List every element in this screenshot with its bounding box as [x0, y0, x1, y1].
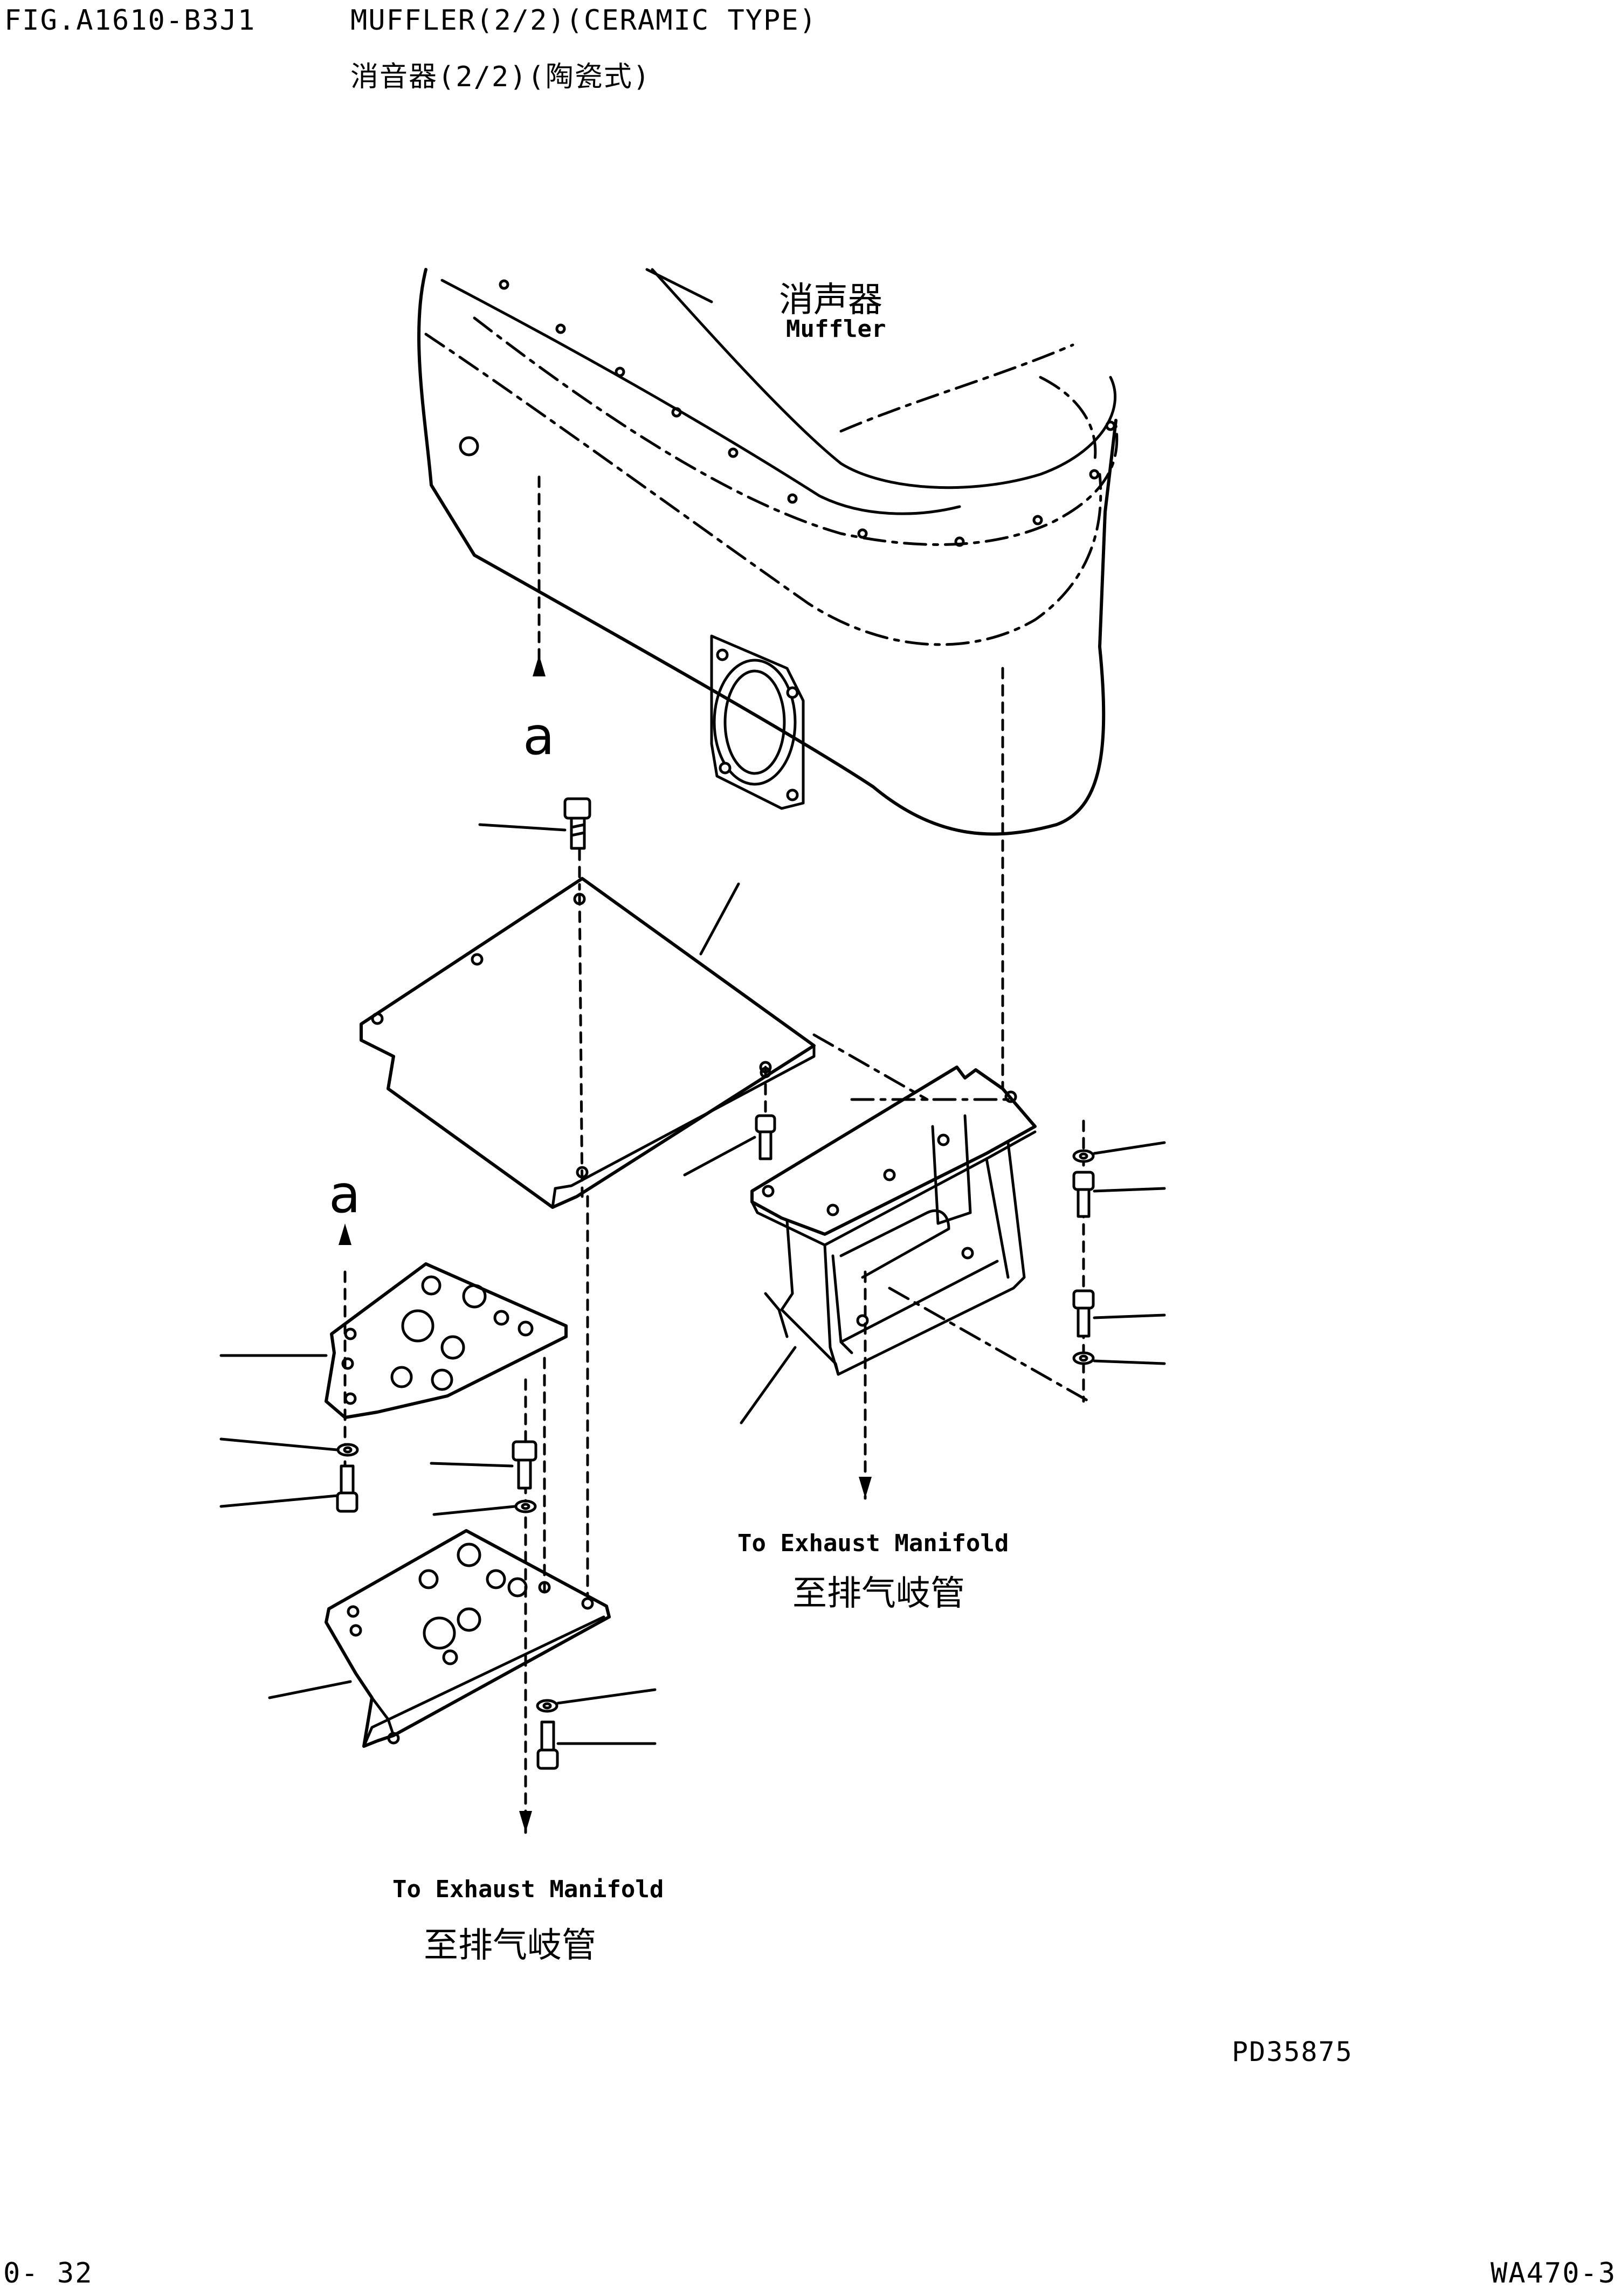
muffler-label-en: Muffler	[786, 315, 886, 343]
muffler-body	[417, 268, 1119, 836]
drawing-number: PD35875	[1232, 2036, 1353, 2067]
exhaust-label-bottom-en: To Exhaust Manifold	[392, 1876, 664, 1903]
figure-title-cn: 消音器(2/2)(陶瓷式)	[350, 61, 651, 93]
model-number: WA470-3	[1491, 2257, 1617, 2290]
washer-bottom	[536, 1688, 657, 1713]
muffler-label-cn: 消声器	[779, 280, 882, 320]
bolt-right-upper	[1072, 1171, 1166, 1218]
figure-code: FIG.A1610-B3J1	[4, 4, 256, 37]
page-number: 0- 32	[3, 2257, 93, 2290]
bolt-left	[219, 1464, 358, 1513]
upper-heat-shield-plate	[219, 1262, 568, 1419]
bolt-right-lower	[1072, 1289, 1166, 1338]
cover-plate	[360, 877, 816, 1209]
figure-title-en: MUFFLER(2/2)(CERAMIC TYPE)	[350, 4, 817, 37]
washer-right-lower	[1072, 1351, 1166, 1365]
marker-a-left: a	[329, 1164, 361, 1225]
washer-middle	[432, 1499, 537, 1516]
lower-heat-shield-plate	[268, 1529, 611, 1748]
bolt-middle	[430, 1440, 537, 1490]
washer-left	[219, 1437, 359, 1457]
bolt-cover-side	[683, 1067, 776, 1177]
muffler-bracket	[740, 1066, 1037, 1424]
fasteners	[219, 797, 1166, 1770]
bolt-cover-top	[478, 797, 591, 850]
washer-right-upper	[1072, 1141, 1166, 1163]
exhaust-label-bottom-cn: 至排气岐管	[424, 1926, 596, 1966]
marker-a-top: a	[523, 706, 555, 766]
exhaust-label-right-cn: 至排气岐管	[792, 1574, 965, 1614]
exhaust-label-right-en: To Exhaust Manifold	[737, 1530, 1009, 1557]
assembly-guide-lines	[339, 475, 1091, 1834]
bolt-bottom	[536, 1720, 657, 1770]
